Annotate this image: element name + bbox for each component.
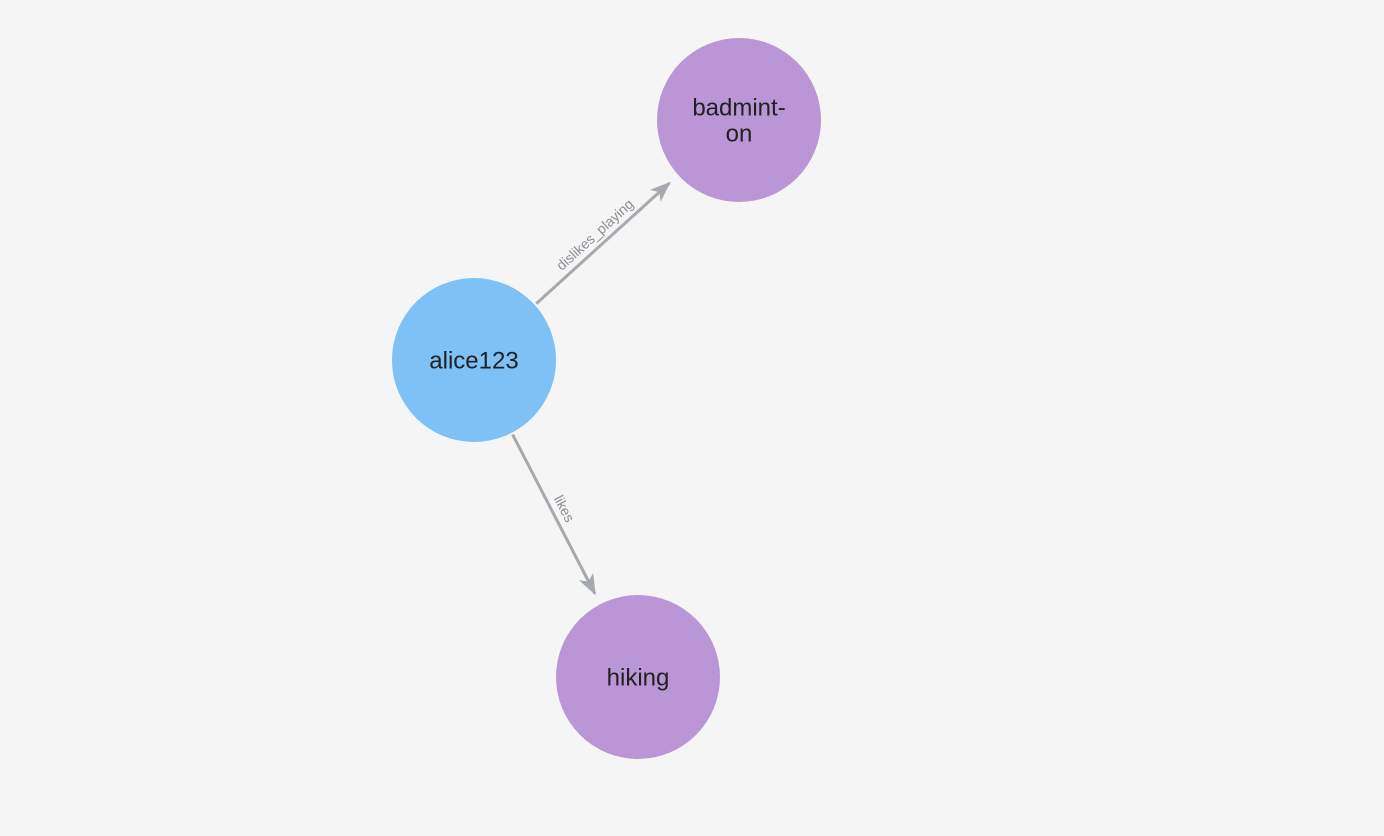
node-alice123[interactable] [392,278,556,442]
node-badminton[interactable] [657,38,821,202]
edge-line-likes [511,433,597,596]
edge-line-dislikes_playing [535,181,671,305]
node-hiking[interactable] [556,595,720,759]
edge-label-dislikes_playing: dislikes_playing [553,196,636,274]
edge-label-likes: likes [551,492,578,524]
